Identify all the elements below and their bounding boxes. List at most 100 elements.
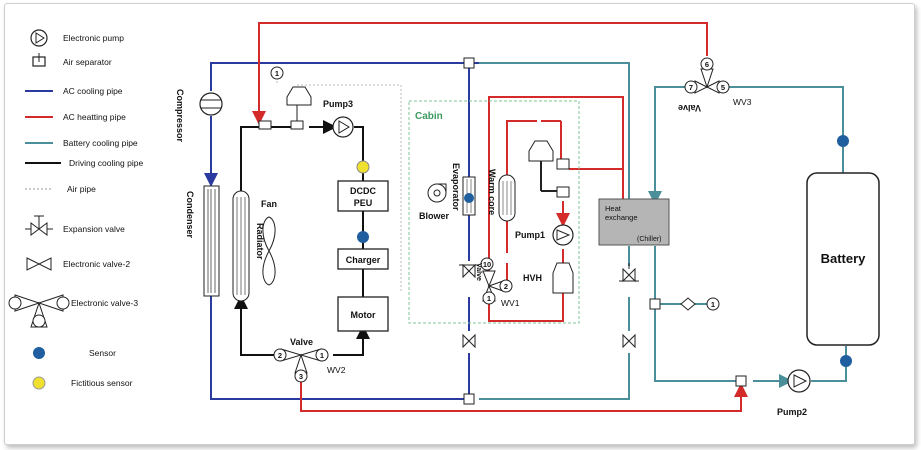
legend-label-ac-heating: AC heatting pipe xyxy=(63,112,126,122)
legend-label-driving-cooling: Driving cooling pipe xyxy=(69,158,143,168)
port-6: 6 xyxy=(705,60,709,69)
sensor-icon xyxy=(33,347,45,359)
electronic-valve-2-teal xyxy=(622,333,636,349)
pump3-label: Pump3 xyxy=(323,99,353,109)
port-1-wv1: 1 xyxy=(487,294,491,303)
battery-label: Battery xyxy=(821,251,867,266)
battery: Battery xyxy=(806,172,880,346)
legend-label-pump: Electronic pump xyxy=(63,33,124,43)
fan-icon xyxy=(262,216,276,286)
port-3: 3 xyxy=(299,372,303,381)
valve-wv3: 6 7 5 Valve WV3 xyxy=(678,57,752,113)
pump3: Pump3 xyxy=(323,99,354,138)
sensor-branch-diamond xyxy=(680,297,696,311)
wv3-label: WV3 xyxy=(733,97,752,107)
legend-label-battery-cooling: Battery cooling pipe xyxy=(63,138,138,148)
expansion-valve-teal xyxy=(619,263,639,283)
legend-label-valve3: Electronic valve-3 xyxy=(71,298,138,308)
compressor-label: Compressor xyxy=(175,89,185,143)
sensor-battery-out xyxy=(840,355,852,367)
port-7: 7 xyxy=(689,83,693,92)
cabin-label: Cabin xyxy=(415,111,443,122)
legend-label-ac-cooling: AC cooling pipe xyxy=(63,86,123,96)
motor-label: Motor xyxy=(351,310,376,320)
fan-label: Fan xyxy=(261,199,277,209)
hvh-label: HVH xyxy=(523,273,542,283)
ac-heating-loop xyxy=(252,22,748,412)
evaporator: Evaporator xyxy=(451,163,476,216)
legend-label-air-pipe: Air pipe xyxy=(67,184,96,194)
sensor-dcdc xyxy=(357,231,369,243)
pump2: Pump2 xyxy=(777,369,811,417)
charger: Charger xyxy=(337,248,389,270)
legend-label-expansion-valve: Expansion valve xyxy=(63,224,125,234)
valve-top-label: Valve xyxy=(678,103,701,113)
warm-core: Warm core xyxy=(487,169,516,222)
port-marker-1-branch: 1 xyxy=(706,297,720,311)
charger-label: Charger xyxy=(346,255,381,265)
pump2-label: Pump2 xyxy=(777,407,807,417)
port-1-wv2: 1 xyxy=(320,351,324,360)
condenser: Condenser xyxy=(185,185,220,297)
exchange-label: exchange xyxy=(605,213,638,222)
valve-wv2: 2 1 3 Valve WV2 xyxy=(273,337,346,383)
diagram-frame: Electronic pump Air separator AC cooling… xyxy=(4,3,915,445)
motor: Motor xyxy=(337,296,389,332)
wv2-label: WV2 xyxy=(327,365,346,375)
tee-sensor-branch xyxy=(649,298,661,310)
dcdc-label: DCDC xyxy=(350,186,376,196)
port-2-wv1: 2 xyxy=(504,282,508,291)
radiator-label: Radiator xyxy=(255,223,265,260)
expansion-valve-icon xyxy=(25,215,53,236)
thermal-system-diagram: Electronic pump Air separator AC cooling… xyxy=(8,22,880,417)
legend: Electronic pump Air separator AC cooling… xyxy=(8,29,143,390)
hvh: HVH xyxy=(523,262,574,294)
tee-top xyxy=(463,57,475,69)
condenser-label: Condenser xyxy=(185,191,195,239)
sensor-evaporator xyxy=(464,193,474,203)
warm-core-label: Warm core xyxy=(487,169,497,215)
tee-bottom xyxy=(463,393,475,405)
air-separator-1 xyxy=(258,120,272,130)
sensor-battery-in xyxy=(837,135,849,147)
tee-pump2 xyxy=(735,375,747,387)
blower: Blower xyxy=(419,183,450,221)
dcdc-peu: DCDC PEU xyxy=(337,180,389,212)
valve-wv1: 10 1 2 Valve WV1 xyxy=(475,257,520,308)
air-separator-2 xyxy=(290,120,304,130)
port-marker-1-top: 1 xyxy=(270,66,284,80)
heat-label: Heat xyxy=(605,204,622,213)
compressor: Compressor xyxy=(175,89,223,143)
heater-tank xyxy=(528,140,570,198)
legend-label-valve2: Electronic valve-2 xyxy=(63,259,130,269)
svg-text:1: 1 xyxy=(275,69,279,78)
expansion-valve-evap xyxy=(459,263,479,279)
legend-label-fictitious-sensor: Fictitious sensor xyxy=(71,378,133,388)
heat-exchanger-chiller: Heat exchange (Chiller) xyxy=(598,198,670,246)
cabin: Cabin xyxy=(408,100,580,324)
pump-icon xyxy=(30,29,48,47)
port-5: 5 xyxy=(721,83,725,92)
peu-label: PEU xyxy=(354,198,373,208)
port-10: 10 xyxy=(483,260,491,269)
expansion-tank xyxy=(286,86,312,121)
fan: Fan xyxy=(261,199,277,286)
valve2-icon xyxy=(26,257,52,271)
legend-label-air-separator: Air separator xyxy=(63,57,112,67)
pump1: Pump1 xyxy=(515,224,574,246)
chiller-label: (Chiller) xyxy=(637,236,662,243)
blower-label: Blower xyxy=(419,211,450,221)
svg-text:1: 1 xyxy=(711,300,715,309)
port-2: 2 xyxy=(278,351,282,360)
legend-label-sensor: Sensor xyxy=(89,348,116,358)
valve-label: Valve xyxy=(290,337,313,347)
radiator: Radiator xyxy=(232,190,265,302)
evaporator-label: Evaporator xyxy=(451,163,461,211)
fictitious-sensor-icon xyxy=(32,376,46,390)
electronic-valve-2-blue xyxy=(462,333,476,349)
pump1-label: Pump1 xyxy=(515,230,545,240)
wv1-label: WV1 xyxy=(501,298,520,308)
valve-wv1-label: Valve xyxy=(475,263,482,281)
air-separator-icon xyxy=(32,53,46,67)
ac-cooling-loop xyxy=(204,62,479,400)
